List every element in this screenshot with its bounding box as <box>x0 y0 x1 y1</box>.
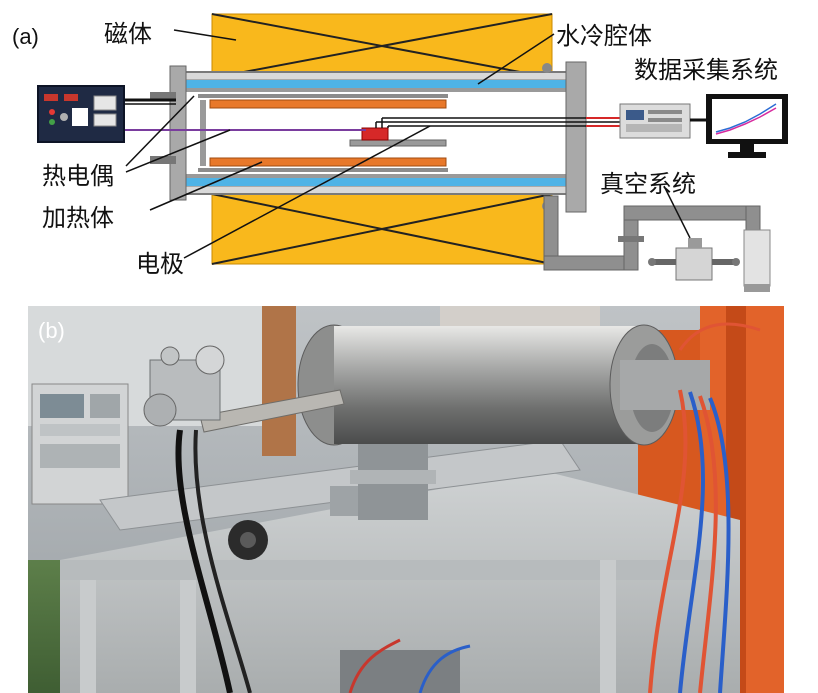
label-thermocouple: 热电偶 <box>42 162 114 190</box>
sample <box>361 127 389 141</box>
heater-top <box>209 99 447 109</box>
water-channel-bottom <box>186 178 570 186</box>
label-magnet: 磁体 <box>104 20 152 48</box>
vacuum-pump <box>743 229 771 287</box>
label-data-acquisition: 数据采集系统 <box>634 56 778 84</box>
heater-bottom <box>209 157 447 167</box>
panel-b-label: (b) <box>38 318 65 343</box>
water-channel-top <box>186 80 570 88</box>
label-water-cooled-chamber: 水冷腔体 <box>556 22 652 50</box>
label-electrode: 电极 <box>136 250 184 278</box>
label-vacuum-system: 真空系统 <box>600 170 696 198</box>
panel-a-label: (a) <box>12 24 39 49</box>
vacuum-valve <box>675 247 713 281</box>
label-heater: 加热体 <box>42 204 114 232</box>
